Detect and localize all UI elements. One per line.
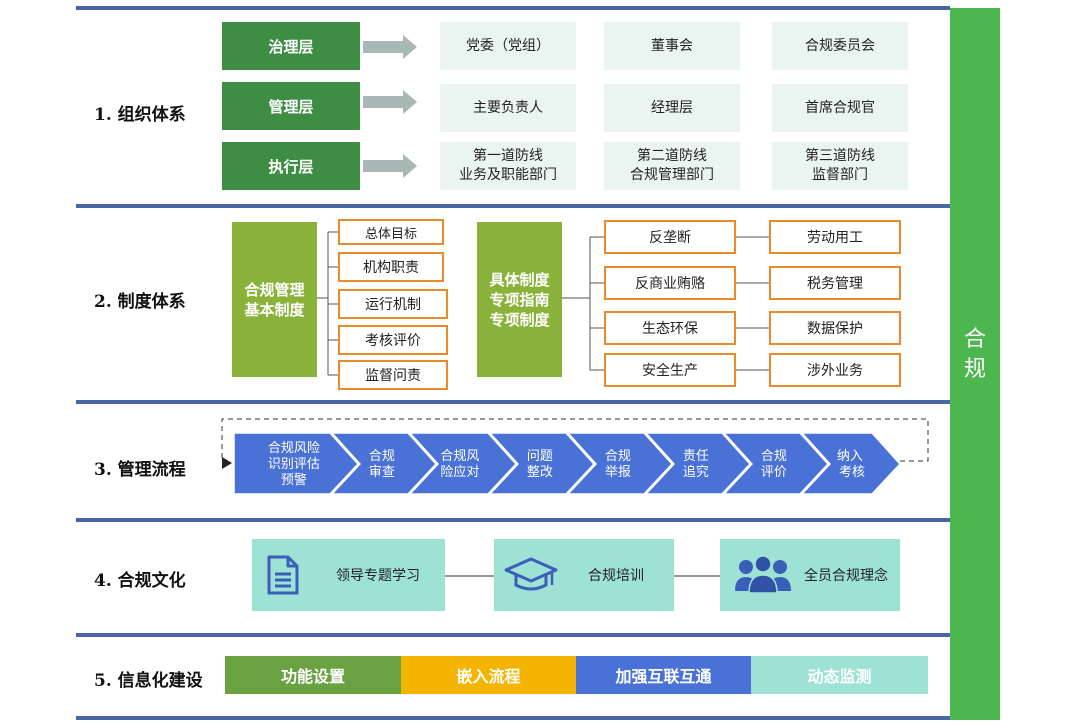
specific-item-antitrust: 反垄断 [604,220,736,254]
basic-system-box: 合规管理 基本制度 [232,222,317,377]
org-management-item-3: 首席合规官 [772,84,908,132]
arrow-right-icon [363,154,417,178]
divider-1 [76,204,950,208]
process-step-2-line-1: 合规 [369,449,395,464]
section-title-organization: 1. 组织体系 [94,105,186,125]
divider-3 [76,518,950,522]
section-title-institution: 2. 制度体系 [94,292,186,312]
process-step-7-line-1: 合规 [761,449,787,464]
info-item-embed-process: 嵌入流程 [401,656,576,694]
feedback-loop-arrow-icon [222,457,232,469]
arrow-right-icon [363,90,417,114]
process-step-3 [408,432,518,495]
org-governance-item-3: 合规委员会 [772,22,908,70]
specific-item-overseas: 涉外业务 [769,353,901,387]
culture-item-all-staff: 全员合规理念 [720,539,900,611]
svg-text:合规风险 识别评估 预警 合规: 合规风险 识别评估 预警 合规 审查 合规风 险应对 问题 整改 合规 举报 责… [268,441,867,488]
specific-item-anti-bribery: 反商业贿赂 [604,266,736,300]
process-step-3-line-2: 险应对 [440,464,479,480]
process-step-6-line-2: 追究 [683,464,709,480]
specific-item-labor: 劳动用工 [769,220,901,254]
process-step-6-line-1: 责任 [683,449,709,464]
org-management-item-1: 主要负责人 [440,84,576,132]
org-level-management: 管理层 [222,82,360,130]
process-step-7-line-2: 评价 [761,465,787,480]
institution-connectors [317,231,769,376]
process-step-7 [722,432,830,495]
people-group-icon [735,555,791,594]
side-label-char-2: 规 [963,357,986,382]
process-step-2 [330,432,438,495]
org-governance-item-2: 董事会 [604,22,740,70]
divider-top [76,6,950,10]
org-management-item-2: 经理层 [604,84,740,132]
section-title-informatization: 5. 信息化建设 [94,671,203,691]
org-governance-item-1: 党委（党组） [440,22,576,70]
process-step-2-line-2: 审查 [369,465,395,480]
compliance-side-bar: 合 规 [950,8,1000,720]
section-title-culture: 4. 合规文化 [94,571,186,591]
culture-item-label: 全员合规理念 [804,568,888,584]
arrow-right-icon [363,35,417,59]
basic-item-accountability: 监督问责 [338,360,448,390]
process-chevron-chain: 合规风险 识别评估 预警 合规 审查 合规风 险应对 问题 整改 合规 举报 责… [221,418,929,495]
process-step-5-line-2: 举报 [605,465,631,480]
org-level-execution: 执行层 [222,142,360,190]
org-execution-item-3: 第三道防线 监督部门 [772,142,908,190]
process-step-4-line-2: 整改 [527,465,553,480]
process-step-6 [644,432,752,495]
divider-2 [76,400,950,404]
section-title-process: 3. 管理流程 [94,460,186,480]
info-item-interconnect: 加强互联互通 [576,656,751,694]
process-step-5 [566,432,674,495]
org-level-governance: 治理层 [222,22,360,70]
feedback-loop-line [221,418,929,462]
specific-item-data: 数据保护 [769,311,901,345]
process-step-4 [488,432,596,495]
specific-item-safety: 安全生产 [604,353,736,387]
side-label-char-1: 合 [963,327,986,352]
basic-item-goal: 总体目标 [338,219,444,245]
culture-connectors [445,575,720,577]
process-step-5-line-1: 合规 [605,449,631,464]
specific-item-tax: 税务管理 [769,266,901,300]
document-icon [267,555,299,595]
process-step-1-line-3: 预警 [281,472,307,488]
process-step-3-line-1: 合规风 [440,449,479,464]
culture-item-training: 合规培训 [494,539,674,611]
process-step-1 [233,432,360,495]
info-item-dynamic-monitor: 动态监测 [751,656,928,694]
specific-item-environment: 生态环保 [604,311,736,345]
culture-item-label: 领导专题学习 [336,568,420,584]
process-step-8-line-2: 考核 [839,465,865,480]
process-step-1-line-2: 识别评估 [268,457,320,472]
divider-bottom [76,716,950,720]
org-execution-item-1: 第一道防线 业务及职能部门 [440,142,576,190]
culture-item-leadership-study: 领导专题学习 [252,539,445,611]
culture-item-label: 合规培训 [588,568,644,584]
process-step-4-line-1: 问题 [527,449,553,464]
divider-4 [76,633,950,637]
process-step-8 [800,432,902,495]
specific-system-box: 具体制度 专项指南 专项制度 [477,222,562,377]
basic-item-evaluation: 考核评价 [338,325,448,355]
basic-item-mechanism: 运行机制 [338,289,448,319]
basic-item-duty: 机构职责 [338,252,444,282]
graduation-cap-icon [504,557,558,591]
info-item-function-setup: 功能设置 [225,656,401,694]
process-step-8-line-1: 纳入 [837,449,863,464]
process-step-1-line-1: 合规风险 [268,441,320,456]
org-execution-item-2: 第二道防线 合规管理部门 [604,142,740,190]
